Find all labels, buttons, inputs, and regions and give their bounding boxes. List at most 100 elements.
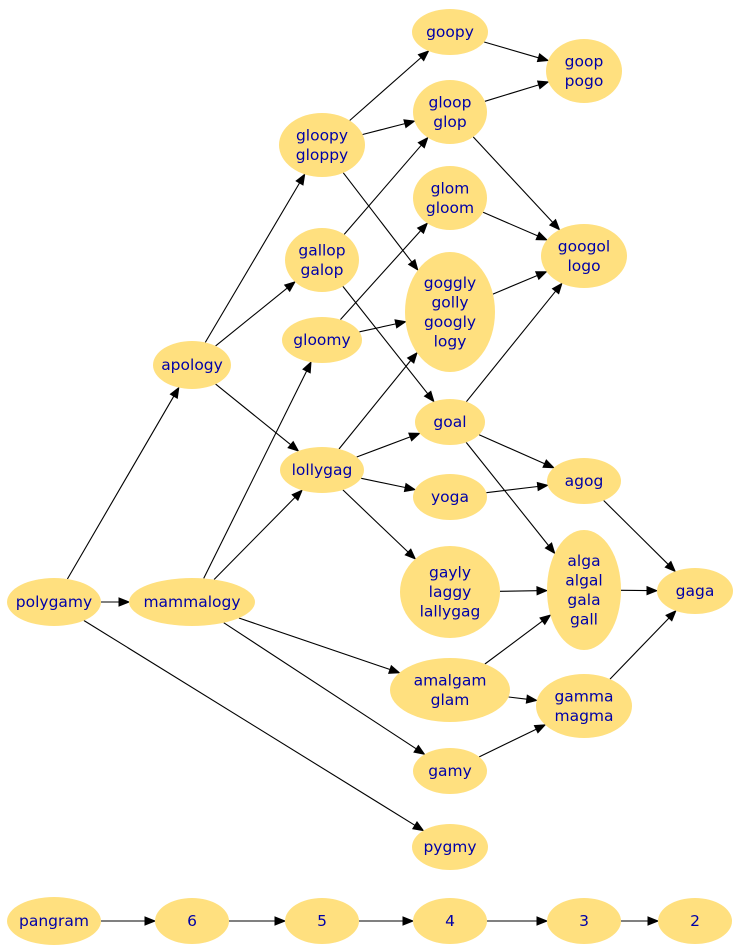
- edge-line: [484, 84, 539, 102]
- node-ellipse: [536, 674, 632, 738]
- node-label: magma: [554, 707, 613, 725]
- edge-goggly-to-googol: [492, 271, 548, 295]
- node-r2: 2: [658, 898, 732, 944]
- node-label: golly: [431, 293, 468, 311]
- node-label: gallop: [298, 241, 345, 259]
- edge-mammalogy-to-gloomy: [203, 360, 312, 579]
- edge-gamy-to-gamma: [478, 724, 547, 758]
- arrowhead: [403, 482, 417, 493]
- edge-lollygag-to-goggly: [338, 351, 418, 450]
- edge-polygamy-to-apology: [66, 386, 180, 580]
- edge-polygamy-to-mammalogy: [101, 597, 131, 607]
- arrowhead: [413, 744, 426, 756]
- edge-line: [349, 57, 422, 121]
- arrowhead: [536, 585, 549, 596]
- edge-line: [359, 323, 396, 333]
- edge-line: [478, 434, 545, 465]
- node-ellipse: [541, 224, 627, 288]
- edge-apology-to-lollygag: [215, 383, 300, 452]
- arrowhead: [417, 136, 429, 149]
- edge-gloop-to-goop: [484, 80, 550, 102]
- node-ellipse: [400, 546, 500, 638]
- edge-r4-to-r3: [487, 916, 549, 926]
- node-ellipse: [415, 399, 485, 445]
- arrowhead: [118, 597, 131, 607]
- node-ellipse: [285, 898, 359, 944]
- node-amalgam: amalgam glam: [390, 658, 510, 722]
- edge-line: [609, 617, 670, 680]
- arrowhead: [287, 440, 300, 452]
- node-lollygag: lollygag: [280, 447, 364, 493]
- edge-line: [486, 485, 538, 494]
- node-gamma: gamma magma: [536, 674, 632, 738]
- node-label: logy: [434, 332, 467, 350]
- edge-line: [465, 290, 557, 403]
- node-gamy: gamy: [413, 748, 487, 794]
- edge-line: [362, 123, 406, 136]
- node-label: glam: [431, 691, 470, 709]
- node-yoga: yoga: [413, 474, 487, 520]
- arrowhead: [402, 916, 415, 926]
- node-label: lallygag: [420, 603, 481, 621]
- node-ellipse: [7, 578, 101, 626]
- edge-amalgam-to-alga: [484, 614, 552, 665]
- node-label: laggy: [429, 583, 472, 601]
- edge-r6-to-r5: [229, 916, 287, 926]
- arrowhead: [551, 282, 563, 295]
- node-apology: apology: [153, 341, 231, 389]
- edge-gloomy-to-glom: [339, 222, 429, 320]
- arrowhead: [534, 271, 548, 281]
- node-label: googly: [424, 313, 476, 331]
- node-polygamy: polygamy: [7, 578, 101, 626]
- node-label: 6: [187, 912, 197, 930]
- arrowhead: [536, 80, 550, 90]
- arrowhead: [406, 351, 418, 364]
- node-label: pygmy: [423, 838, 476, 856]
- node-label: amalgam: [414, 671, 487, 689]
- edge-gamma-to-gaga: [609, 609, 677, 680]
- arrowhead: [302, 360, 312, 374]
- edge-apology-to-gallop: [215, 280, 297, 347]
- edge-mammalogy-to-amalgam: [238, 617, 401, 674]
- arrowhead: [394, 319, 407, 329]
- node-pygmy: pygmy: [412, 824, 488, 870]
- node-label: pogo: [565, 72, 604, 90]
- node-label: gloom: [426, 199, 474, 217]
- edge-line: [356, 436, 411, 458]
- arrowhead: [295, 173, 306, 186]
- edge-line: [204, 182, 301, 343]
- node-ellipse: [282, 317, 362, 363]
- node-r6: 6: [155, 898, 229, 944]
- node-label: gloomy: [293, 331, 350, 349]
- node-ellipse: [657, 568, 733, 614]
- arrowhead: [647, 916, 660, 926]
- node-r3: 3: [547, 898, 621, 944]
- edge-gallop-to-gloop: [343, 136, 429, 235]
- node-ellipse: [390, 658, 510, 722]
- node-ellipse: [412, 9, 488, 55]
- node-r4: 4: [413, 898, 487, 944]
- edge-mammalogy-to-lollygag: [213, 489, 304, 580]
- arrowhead: [387, 664, 401, 674]
- node-label: polygamy: [16, 593, 92, 611]
- edge-line: [215, 287, 288, 347]
- arrowhead: [548, 218, 561, 231]
- arrowhead: [416, 222, 429, 235]
- edge-goal-to-googol: [465, 282, 563, 403]
- node-label: gamma: [554, 687, 613, 705]
- node-label: 2: [690, 912, 700, 930]
- node-pangram: pangram: [7, 897, 101, 945]
- edge-line: [472, 136, 554, 223]
- edge-lollygag-to-goal: [356, 432, 421, 458]
- node-ellipse: [547, 458, 621, 504]
- edge-line: [338, 360, 412, 450]
- node-label: goopy: [426, 23, 474, 41]
- node-ellipse: [547, 898, 621, 944]
- edge-amalgam-to-gamma: [508, 694, 539, 704]
- node-label: gloopy: [296, 126, 348, 144]
- node-r5: 5: [285, 898, 359, 944]
